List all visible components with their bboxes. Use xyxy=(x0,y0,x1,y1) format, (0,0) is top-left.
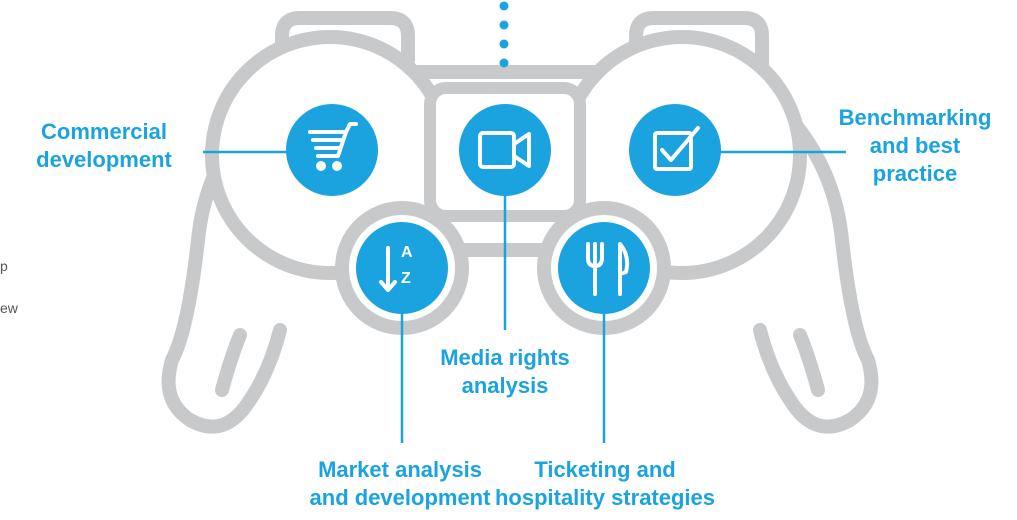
left-grip-inner xyxy=(215,328,247,397)
side-text-1: p xyxy=(0,258,8,274)
az-letter-z: Z xyxy=(401,270,411,287)
benchmark-button xyxy=(629,104,721,196)
side-text-2: ew xyxy=(0,300,18,316)
label-benchmark-line1: Benchmarking xyxy=(838,105,992,130)
label-market-line2: and development xyxy=(309,485,491,510)
ticketing-button xyxy=(558,222,650,314)
label-ticketing-line2: hospitality strategies xyxy=(494,485,716,510)
label-media: Media rights analysis xyxy=(405,344,605,400)
media-button xyxy=(459,104,551,196)
label-media-line2: analysis xyxy=(461,373,549,398)
label-media-line1: Media rights xyxy=(440,345,570,370)
dotted-line xyxy=(499,1,509,68)
label-benchmark-line2: and best xyxy=(869,133,961,158)
label-market: Market analysis and development xyxy=(250,456,550,512)
right-grip-inner xyxy=(793,328,825,397)
label-commercial-line2: development xyxy=(36,147,172,172)
label-market-line1: Market analysis xyxy=(318,457,482,482)
label-ticketing: Ticketing and hospitality strategies xyxy=(470,456,740,512)
right-bumper xyxy=(629,11,769,79)
az-letter-a: A xyxy=(401,244,413,261)
sort-a-z-icon xyxy=(379,246,397,292)
label-benchmark-line3: practice xyxy=(872,161,958,186)
checkbox-check-icon xyxy=(653,126,700,171)
label-commercial: Commercial development xyxy=(14,118,194,174)
left-bumper xyxy=(275,11,415,79)
label-commercial-line1: Commercial xyxy=(41,119,167,144)
video-camera-icon xyxy=(478,131,531,169)
market-button xyxy=(356,222,448,314)
label-ticketing-line1: Ticketing and xyxy=(534,457,676,482)
right-grip xyxy=(753,111,879,434)
label-benchmark: Benchmarking and best practice xyxy=(820,104,1010,188)
left-grip xyxy=(161,111,287,434)
shopping-cart-icon xyxy=(308,122,358,171)
fork-knife-icon xyxy=(586,242,630,296)
